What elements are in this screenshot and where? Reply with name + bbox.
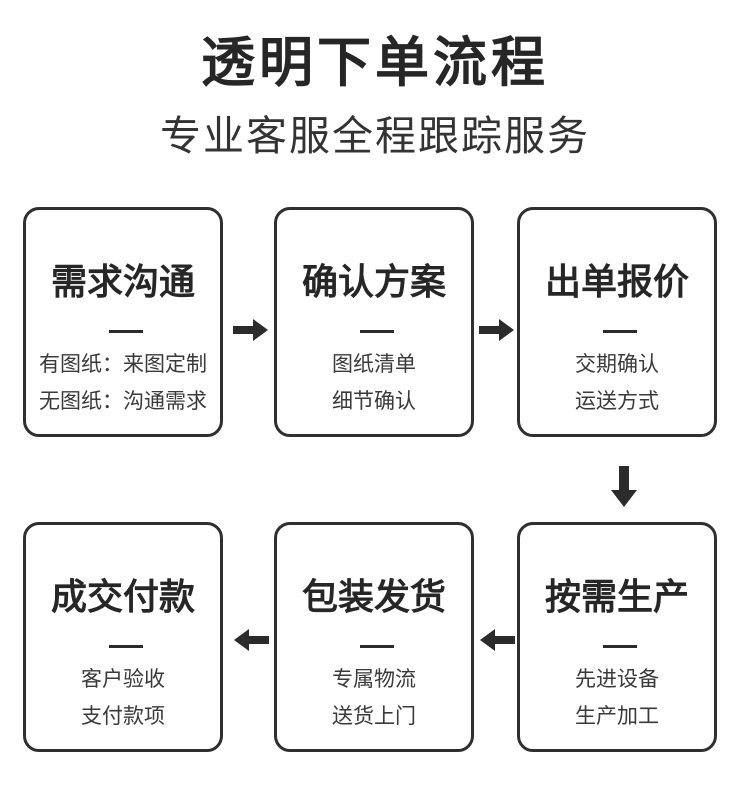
step-card-6: 成交付款 客户验收 支付款项 xyxy=(23,522,223,752)
step-detail: 支付款项 xyxy=(81,704,165,728)
step-title: 包装发货 xyxy=(301,577,446,618)
arrow-right-icon xyxy=(233,318,269,342)
step-detail: 运送方式 xyxy=(575,389,659,413)
divider xyxy=(360,645,394,648)
step-detail: 图纸清单 xyxy=(332,352,416,376)
step-detail: 交期确认 xyxy=(575,352,659,376)
step-detail: 细节确认 xyxy=(332,389,416,413)
step-card-2: 确认方案 图纸清单 细节确认 xyxy=(274,207,474,437)
page-title: 透明下单流程 xyxy=(201,31,549,94)
step-card-3: 出单报价 交期确认 运送方式 xyxy=(517,207,717,437)
arrow-left-icon xyxy=(479,628,515,652)
page-subtitle: 专业客服全程跟踪服务 xyxy=(160,112,590,160)
step-detail: 专属物流 xyxy=(332,667,416,691)
step-detail: 送货上门 xyxy=(332,704,416,728)
divider xyxy=(109,645,143,648)
arrow-left-icon xyxy=(233,628,269,652)
arrow-down-icon xyxy=(610,466,638,508)
step-detail: 先进设备 xyxy=(575,667,659,691)
step-title: 出单报价 xyxy=(544,262,689,303)
step-detail: 无图纸：沟通需求 xyxy=(39,389,207,413)
step-card-5: 包装发货 专属物流 送货上门 xyxy=(274,522,474,752)
step-title: 按需生产 xyxy=(544,577,689,618)
step-title: 确认方案 xyxy=(301,262,446,303)
arrow-right-icon xyxy=(479,318,515,342)
step-title: 需求沟通 xyxy=(50,262,195,303)
step-title: 成交付款 xyxy=(50,577,195,618)
step-detail: 客户验收 xyxy=(81,667,165,691)
step-card-4: 按需生产 先进设备 生产加工 xyxy=(517,522,717,752)
step-detail: 生产加工 xyxy=(575,704,659,728)
divider xyxy=(360,330,394,333)
divider xyxy=(603,645,637,648)
step-card-1: 需求沟通 有图纸：来图定制 无图纸：沟通需求 xyxy=(23,207,223,437)
step-detail: 有图纸：来图定制 xyxy=(39,352,207,376)
divider xyxy=(109,330,143,333)
divider xyxy=(603,330,637,333)
